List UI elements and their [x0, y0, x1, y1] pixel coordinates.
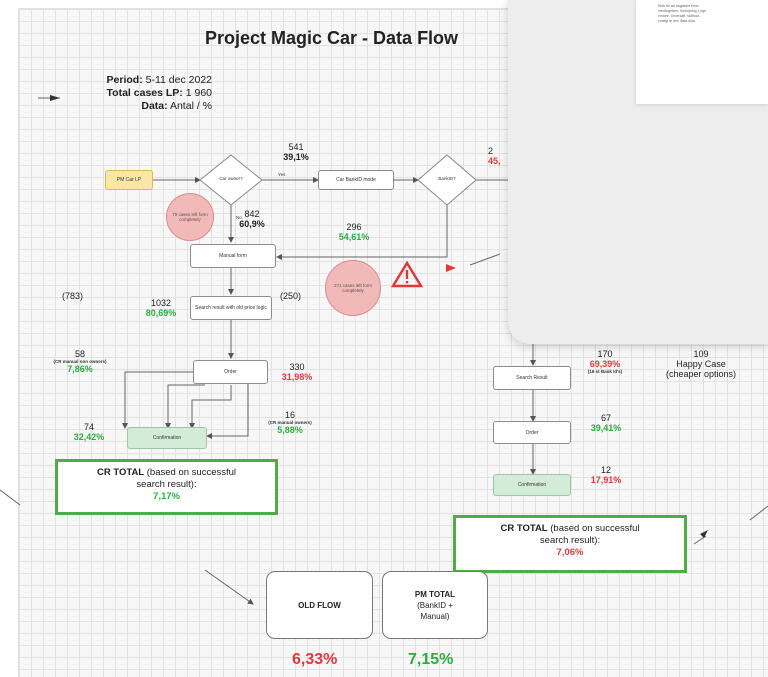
car-owner-decision — [199, 154, 263, 206]
car-bankid-node: Car BankID mode — [318, 170, 394, 190]
pm-total-value: 7,15% — [408, 651, 454, 668]
manual-form-node: Manual form — [190, 244, 276, 268]
cr-total-new-box: CR TOTAL (based on successful search res… — [453, 515, 687, 573]
yes-label: Yes — [278, 172, 286, 177]
order-old-node: Order — [193, 360, 268, 384]
count-58: 58(CR manual non owners)7,86% — [53, 349, 107, 374]
search-result-old-node: Search result with old price logic — [190, 296, 272, 320]
confirmation-new-node: Confirmation — [493, 474, 571, 496]
count-16: 16(CR manual owners)5,88% — [268, 410, 312, 435]
order-new-node: Order — [493, 421, 571, 444]
old-flow-box: OLD FLOW — [266, 571, 373, 639]
bankid-decision — [417, 154, 477, 206]
pm-car-lp-node: PM Car LP — [105, 170, 153, 190]
search-result-new-node: Search Result — [493, 366, 571, 390]
confirmation-old-node: Confirmation — [127, 427, 207, 449]
drop-off-circle-bottom: 271 cases left form completely — [325, 260, 381, 316]
warning-icon — [390, 260, 424, 288]
count-250: (250) — [280, 291, 302, 301]
period-info: Period: 5-11 dec 2022 Total cases LP: 1 … — [106, 74, 212, 112]
cr-total-old-box: CR TOTAL (based on successful search res… — [55, 459, 278, 515]
car-owner-label: Car owner? — [219, 176, 243, 181]
bankid-label: BankID? — [438, 176, 456, 181]
count-783: (783) — [62, 291, 84, 301]
pm-total-box: PM TOTAL (BankID + Manual) — [382, 571, 488, 639]
page-title: Project Magic Car - Data Flow — [205, 28, 459, 48]
sticky-note: Risk för att högtalare finns medfagelsen… — [636, 0, 768, 104]
old-flow-value: 6,33% — [292, 651, 338, 668]
drop-off-circle-left: 79 cases left form completely — [166, 193, 214, 241]
no-label: No — [236, 215, 242, 220]
